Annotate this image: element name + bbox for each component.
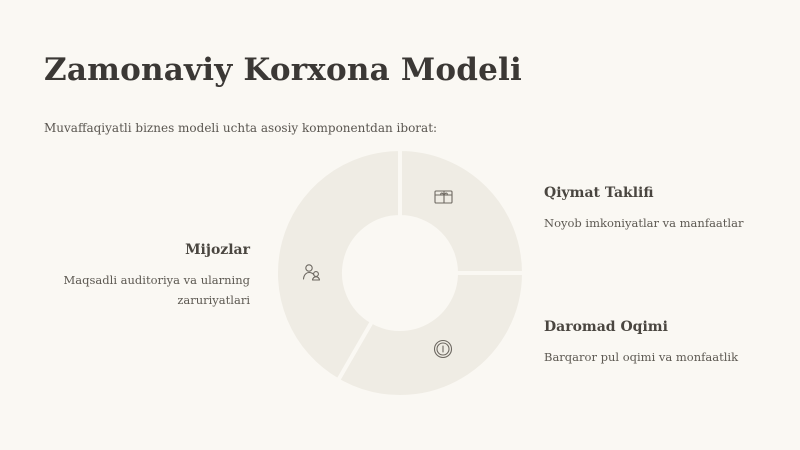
customers-description: Maqsadli auditoriya va ularning zaruriya… [64,270,250,310]
slide-title: Zamonaviy Korxona Modeli [44,52,523,88]
users-icon [302,264,321,281]
wheel-segment-customers[interactable] [273,146,402,384]
value-proposition-description: Noyob imkoniyatlar va manfaatlar [544,216,744,230]
gift-card-icon [434,190,453,204]
revenue-heading: Daromad Oqimi [544,319,668,335]
customers-description-line-1: Maqsadli auditoriya va ularning [63,273,250,287]
customers-description-line-2: zaruriyatlari [177,293,250,307]
value-proposition-heading: Qiymat Taklifi [544,185,654,201]
coin-icon [433,339,453,359]
slide-subtitle: Muvaffaqiyatli biznes modeli uchta asosi… [44,121,438,135]
customers-heading: Mijozlar [185,242,250,258]
revenue-description: Barqaror pul oqimi va monfaatlik [544,350,739,364]
wheel-center [346,219,454,327]
wheel-segment-value[interactable] [398,146,527,275]
wheel-segment-revenue[interactable] [335,271,527,400]
